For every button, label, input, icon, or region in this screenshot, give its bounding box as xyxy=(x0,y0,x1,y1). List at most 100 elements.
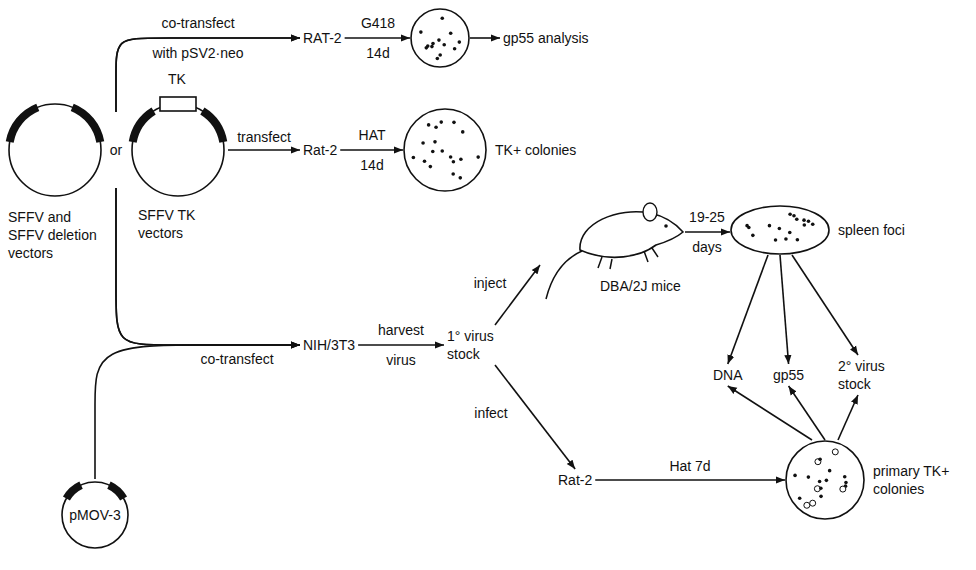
culture-dish: TK+ colonies xyxy=(403,108,487,192)
colony-dot xyxy=(843,475,847,479)
edge-label-slot: transfect xyxy=(237,128,291,146)
shape-outline xyxy=(730,205,830,255)
shape-group xyxy=(546,203,683,299)
process-arrow xyxy=(340,149,403,151)
spleen-shape: spleen foci xyxy=(730,205,830,255)
colony-dot xyxy=(442,43,446,47)
process-arrow xyxy=(495,265,540,325)
colony-dot xyxy=(458,40,462,44)
process-arrow xyxy=(595,479,785,481)
shape-group xyxy=(731,206,829,254)
plasmid-vector: SFFV and SFFV deletion vectors xyxy=(0,100,116,266)
colony-dot xyxy=(825,479,829,483)
culture-dish: primary TK+ colonies xyxy=(785,440,865,520)
process-arrow xyxy=(789,386,825,440)
cell-line-label: NIH/3T3 xyxy=(300,334,358,356)
shape-group xyxy=(411,9,469,67)
colony-dot xyxy=(798,496,802,500)
colony-dot xyxy=(792,214,796,218)
colony-dot xyxy=(795,218,799,222)
text-slot: spleen foci xyxy=(838,221,905,239)
colony-dot xyxy=(430,45,434,49)
colony-dot xyxy=(431,150,435,154)
colony-dot xyxy=(412,156,416,160)
colony-dot xyxy=(440,16,444,20)
node-text: SFFV and SFFV deletion vectors xyxy=(8,208,103,262)
colony-dot xyxy=(788,213,792,217)
shape-group xyxy=(129,97,227,196)
colony-dot xyxy=(844,481,848,485)
node-text: SFFV TK vectors xyxy=(138,206,208,242)
colony-dot xyxy=(840,486,846,492)
colony-dot xyxy=(751,234,755,238)
colony-dot xyxy=(452,160,456,164)
node-text: gp55 analysis xyxy=(503,29,589,47)
mouse-eye xyxy=(664,224,668,228)
node-text: spleen foci xyxy=(838,221,905,239)
colony-dot xyxy=(423,159,427,163)
colony-dot xyxy=(793,474,797,478)
text-slot: pMOV-3 xyxy=(59,506,131,524)
colony-dot xyxy=(429,165,433,169)
ltr-segment xyxy=(107,481,127,500)
colony-dot xyxy=(784,237,788,241)
tk-insert xyxy=(160,97,196,111)
mouse-body xyxy=(580,212,683,258)
colony-dot xyxy=(768,224,772,228)
edge-label: co-transfect with pSV2·neo xyxy=(150,8,246,68)
connector-group xyxy=(95,38,858,480)
colony-dot xyxy=(819,495,823,499)
edge-label-slot: Hat 7d xyxy=(669,457,710,475)
shape-group xyxy=(6,104,104,196)
process-arrow xyxy=(728,255,768,364)
mouse-illustration: DBA/2J mice xyxy=(540,195,685,305)
shape-outline xyxy=(410,8,470,68)
mouse-tail xyxy=(546,251,582,299)
edge-label: HAT 14d xyxy=(354,120,390,180)
colony-dot xyxy=(419,30,423,34)
cell-line-label: Rat-2 xyxy=(300,139,340,161)
colony-dot xyxy=(449,155,453,159)
process-arrow xyxy=(116,188,300,345)
process-arrow xyxy=(728,386,812,440)
colony-dot xyxy=(431,42,435,46)
node-text: RAT-2 xyxy=(303,29,342,47)
dish-outline xyxy=(786,441,864,519)
edge-label: 19-25 days xyxy=(686,202,728,262)
colony-dot xyxy=(774,238,778,242)
node-text: TK+ colonies xyxy=(495,141,576,159)
text-slot: TK+ colonies xyxy=(495,141,576,159)
colony-dot xyxy=(433,140,437,144)
shape-outline xyxy=(0,100,116,210)
text-slot: DBA/2J mice xyxy=(600,277,681,295)
colony-dot xyxy=(424,46,428,50)
node-text: DBA/2J mice xyxy=(600,277,681,295)
colony-dot xyxy=(807,475,811,479)
colony-dot xyxy=(453,47,457,51)
colony-dot xyxy=(449,32,453,36)
cell-line-label: Rat-2 xyxy=(555,469,595,491)
colony-dot xyxy=(832,449,838,455)
edge-label: co-transfect xyxy=(200,350,273,368)
helper-plasmid: pMOV-3 xyxy=(59,479,131,551)
shape-group xyxy=(404,109,486,191)
colony-dot xyxy=(436,57,440,61)
colony-dot xyxy=(452,121,456,125)
virus-stock-label: 2° virus stock xyxy=(835,355,893,395)
colony-dot xyxy=(421,141,425,145)
node-text: gp55 xyxy=(773,366,804,384)
edge-label-slot: HAT 14d xyxy=(354,120,390,180)
node-text: Rat-2 xyxy=(558,471,592,489)
node-text: primary TK+ colonies xyxy=(873,462,955,498)
colony-dot xyxy=(458,176,462,180)
node-text: DNA xyxy=(713,366,743,384)
process-arrow xyxy=(838,395,858,440)
edge-label-slot: co-transfect xyxy=(200,350,273,368)
process-arrow xyxy=(685,231,730,233)
result-label: gp55 analysis xyxy=(500,27,592,49)
node-text: TK xyxy=(168,70,186,88)
edge-label-slot: harvest virus xyxy=(375,315,427,375)
colony-dot xyxy=(747,226,751,230)
process-arrow xyxy=(470,37,500,39)
